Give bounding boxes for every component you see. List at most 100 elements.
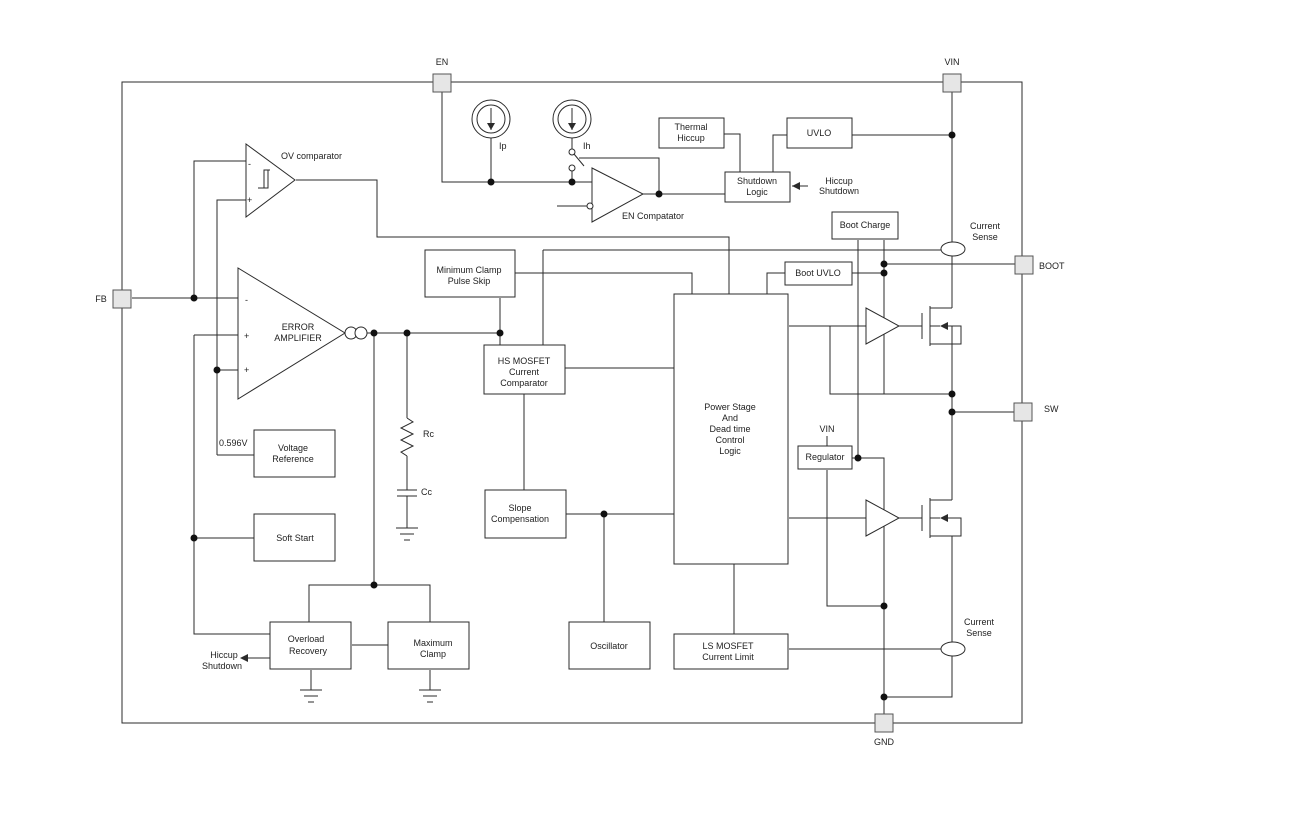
- svg-text:Logic: Logic: [746, 187, 768, 197]
- current-sense-top: Current Sense: [940, 221, 1001, 257]
- fb-pin: [112, 289, 132, 309]
- en-pin: [432, 73, 452, 93]
- hs-mosfet: [921, 306, 962, 346]
- ea-label-line2: AMPLIFIER: [274, 333, 322, 343]
- svg-text:UVLO: UVLO: [807, 128, 832, 138]
- regulator-vin-label: VIN: [819, 424, 834, 434]
- gnd-pin-label: GND: [874, 737, 895, 747]
- ip-label: Ip: [499, 141, 507, 151]
- vref-value-label: 0.596V: [219, 438, 248, 448]
- boot-uvlo-block: Boot UVLO: [784, 261, 853, 286]
- svg-text:Hiccup: Hiccup: [677, 133, 705, 143]
- svg-text:Boot UVLO: Boot UVLO: [795, 268, 841, 278]
- svg-text:HS MOSFET: HS MOSFET: [498, 356, 551, 366]
- ea-plus-2: +: [244, 365, 249, 375]
- svg-text:Compensation: Compensation: [491, 514, 549, 524]
- svg-text:Control: Control: [715, 435, 744, 445]
- uvlo-block: UVLO: [786, 117, 853, 149]
- ground-symbols: [300, 527, 441, 703]
- maximum-clamp-block: Maximum Clamp: [387, 621, 470, 670]
- cc-label: Cc: [421, 487, 432, 497]
- cc-capacitor: Cc: [397, 487, 432, 497]
- vin-pin: [942, 73, 962, 93]
- ea-label-line1: ERROR: [282, 322, 315, 332]
- hs-gate-driver: [865, 307, 901, 345]
- gnd-pin: [874, 713, 894, 733]
- ih-current-source: Ih: [552, 99, 592, 151]
- svg-text:Pulse Skip: Pulse Skip: [448, 276, 491, 286]
- svg-text:Power Stage: Power Stage: [704, 402, 756, 412]
- regulator-block: VIN Regulator: [797, 424, 853, 470]
- boot-charge-block: Boot Charge: [831, 211, 899, 240]
- minimum-clamp-block: Minimum Clamp Pulse Skip: [424, 249, 516, 298]
- svg-text:Current: Current: [509, 367, 540, 377]
- svg-text:Hiccup: Hiccup: [825, 176, 853, 186]
- power-stage-block: Power Stage And Dead time Control Logic: [673, 293, 789, 565]
- ov-comparator-label: OV comparator: [281, 151, 342, 161]
- slope-compensation-block: Slope Compensation: [484, 489, 567, 539]
- fb-pin-label: FB: [95, 294, 107, 304]
- junction-dots: [190, 131, 956, 701]
- svg-text:Soft Start: Soft Start: [276, 533, 314, 543]
- vin-pin-label: VIN: [944, 57, 959, 67]
- svg-text:Reference: Reference: [272, 454, 314, 464]
- en-comparator: EN Compatator: [586, 167, 684, 223]
- ov-comparator: - + OV comparator: [245, 143, 342, 219]
- svg-text:Shutdown: Shutdown: [819, 186, 859, 196]
- boot-pin-label: BOOT: [1039, 261, 1065, 271]
- svg-text:Shutdown: Shutdown: [202, 661, 242, 671]
- svg-text:Slope: Slope: [508, 503, 531, 513]
- svg-text:Minimum Clamp: Minimum Clamp: [436, 265, 501, 275]
- error-amplifier: - + + ERROR AMPLIFIER: [237, 267, 368, 400]
- switch-contact-top: [568, 148, 576, 156]
- svg-text:Clamp: Clamp: [420, 649, 446, 659]
- ih-label: Ih: [583, 141, 591, 151]
- svg-text:Boot Charge: Boot Charge: [840, 220, 891, 230]
- svg-text:Sense: Sense: [966, 628, 992, 638]
- boot-pin: [1014, 255, 1034, 275]
- soft-start-block: Soft Start: [253, 513, 336, 562]
- rc-resistor: Rc: [399, 417, 434, 457]
- svg-text:Current: Current: [970, 221, 1001, 231]
- svg-text:Shutdown: Shutdown: [737, 176, 777, 186]
- ls-gate-driver: [865, 499, 901, 537]
- sw-pin-label: SW: [1044, 404, 1059, 414]
- ov-plus: +: [247, 195, 252, 205]
- current-sense-bottom: Current Sense: [940, 617, 995, 657]
- oscillator-block: Oscillator: [568, 621, 651, 670]
- svg-text:Regulator: Regulator: [805, 452, 844, 462]
- thermal-hiccup-block: Thermal Hiccup: [658, 117, 725, 149]
- overload-recovery-block: Overload Recovery: [269, 621, 352, 670]
- shutdown-logic-block: Shutdown Logic: [724, 171, 791, 203]
- svg-text:Dead time: Dead time: [709, 424, 750, 434]
- ea-plus-1: +: [244, 331, 249, 341]
- switch-contact-bottom: [568, 164, 576, 172]
- svg-text:Oscillator: Oscillator: [590, 641, 628, 651]
- svg-text:Overload: Overload: [288, 634, 325, 644]
- en-pin-label: EN: [436, 57, 449, 67]
- ov-minus: -: [248, 159, 251, 169]
- ip-current-source: Ip: [471, 99, 511, 151]
- svg-text:Voltage: Voltage: [278, 443, 308, 453]
- sw-pin: [1013, 402, 1033, 422]
- hiccup-shutdown-input: Hiccup Shutdown: [792, 176, 859, 196]
- svg-text:Comparator: Comparator: [500, 378, 548, 388]
- svg-text:Maximum: Maximum: [413, 638, 452, 648]
- rc-label: Rc: [423, 429, 434, 439]
- ea-minus: -: [245, 295, 248, 305]
- ls-mosfet-current-limit-block: LS MOSFET Current Limit: [673, 633, 789, 670]
- en-comparator-label: EN Compatator: [622, 211, 684, 221]
- voltage-reference-block: Voltage Reference 0.596V: [219, 429, 336, 478]
- svg-text:Current: Current: [964, 617, 995, 627]
- svg-text:Thermal: Thermal: [674, 122, 707, 132]
- svg-text:And: And: [722, 413, 738, 423]
- hs-mosfet-comparator-block: HS MOSFET Current Comparator: [483, 344, 566, 395]
- svg-text:Hiccup: Hiccup: [210, 650, 238, 660]
- svg-text:Recovery: Recovery: [289, 646, 328, 656]
- svg-text:Current Limit: Current Limit: [702, 652, 754, 662]
- svg-text:Sense: Sense: [972, 232, 998, 242]
- pins: EN VIN FB BOOT SW GND: [95, 57, 1065, 747]
- hiccup-shutdown-output: Hiccup Shutdown: [202, 650, 248, 671]
- ls-mosfet: [921, 498, 962, 538]
